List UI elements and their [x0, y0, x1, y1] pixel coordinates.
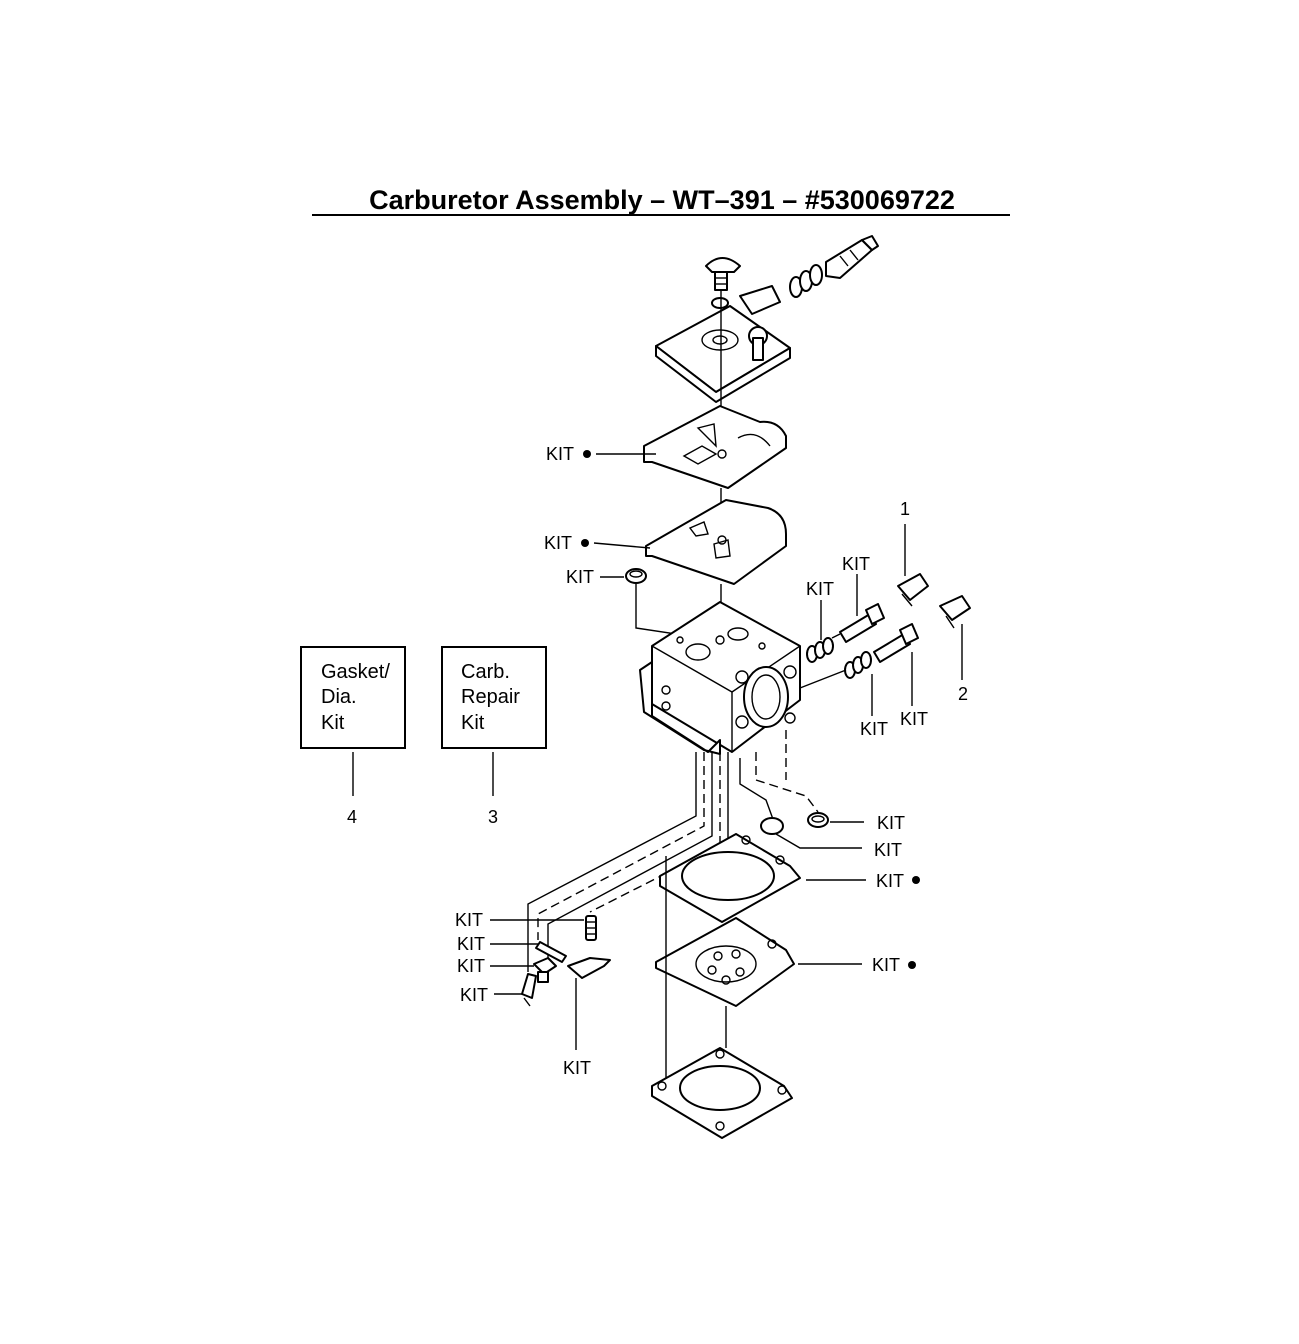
- metering-diaphragm: [645, 499, 787, 585]
- svg-text:KIT: KIT: [900, 709, 928, 729]
- svg-text:KIT: KIT: [460, 985, 488, 1005]
- kit-label-screw: KIT: [457, 956, 534, 976]
- svg-text:Dia.: Dia.: [321, 686, 357, 708]
- callout-4: 4: [347, 807, 357, 827]
- carb-repair-kit-box: Carb. Repair Kit 3: [441, 646, 547, 827]
- svg-text:KIT: KIT: [566, 567, 594, 587]
- kit-label-needle: KIT: [460, 985, 522, 1005]
- kit-label-spring: KIT: [455, 910, 584, 930]
- svg-text:KIT: KIT: [806, 579, 834, 599]
- welch-plug-large: [760, 817, 784, 835]
- svg-text:KIT: KIT: [860, 719, 888, 739]
- svg-text:KIT: KIT: [563, 1058, 591, 1078]
- kit-label-pump-diaphragm: KIT: [798, 955, 916, 975]
- kit-label-low-needle: KIT: [842, 554, 870, 616]
- limiter-cap-1: [897, 573, 929, 607]
- high-speed-spring: [844, 651, 872, 679]
- svg-text:Carb.: Carb.: [461, 661, 510, 683]
- kit-label-plug-large: KIT: [775, 833, 902, 860]
- svg-text:KIT: KIT: [842, 554, 870, 574]
- svg-text:KIT: KIT: [457, 934, 485, 954]
- kit-label-plug-small: KIT: [830, 813, 905, 833]
- kit-label-high-spring: KIT: [860, 674, 888, 739]
- gasket-dia-kit-box: Gasket/ Dia. Kit 4: [300, 646, 406, 827]
- svg-text:KIT: KIT: [455, 910, 483, 930]
- metering-lever: [567, 957, 611, 979]
- callout-2: 2: [958, 624, 968, 704]
- kit-label-pump-gasket: KIT: [806, 871, 920, 891]
- lever-spring: [585, 915, 597, 941]
- pump-gasket: [659, 833, 801, 923]
- low-speed-spring: [806, 637, 834, 663]
- kit-label-lever: KIT: [563, 1058, 591, 1078]
- svg-text:KIT: KIT: [877, 813, 905, 833]
- top-cover: [655, 285, 791, 403]
- kit-label-screen: KIT: [566, 567, 624, 587]
- lever-pin: [535, 941, 567, 963]
- metering-gasket: [643, 405, 787, 489]
- adjust-needle-spring: [789, 235, 879, 298]
- svg-text:KIT: KIT: [872, 955, 900, 975]
- kit-label-diaphragm-1: KIT: [544, 533, 651, 553]
- welch-plug-small: [807, 812, 829, 828]
- svg-text:KIT: KIT: [876, 871, 904, 891]
- svg-text:KIT: KIT: [457, 956, 485, 976]
- svg-text:KIT: KIT: [546, 444, 574, 464]
- svg-text:Kit: Kit: [321, 712, 345, 734]
- kit-label-gasket-1: KIT: [546, 444, 656, 464]
- kit-label-low-spring: KIT: [806, 579, 834, 640]
- svg-text:Repair: Repair: [461, 686, 520, 708]
- kit-label-pin: KIT: [457, 934, 538, 954]
- top-screw: [705, 257, 741, 291]
- carburetor-body: [639, 601, 801, 755]
- svg-text:KIT: KIT: [874, 840, 902, 860]
- pump-cover-gasket: [651, 1047, 793, 1139]
- svg-text:1: 1: [900, 499, 910, 519]
- svg-text:Kit: Kit: [461, 712, 485, 734]
- lever-screw: [533, 957, 557, 983]
- high-speed-needle: [873, 623, 919, 663]
- kit-label-high-needle: KIT: [900, 652, 928, 729]
- svg-text:Gasket/: Gasket/: [321, 661, 390, 683]
- low-speed-needle: [831, 603, 885, 643]
- svg-text:2: 2: [958, 684, 968, 704]
- svg-text:KIT: KIT: [544, 533, 572, 553]
- pump-diaphragm: [655, 917, 795, 1007]
- inlet-screen: [625, 568, 647, 584]
- callout-1: 1: [900, 499, 910, 576]
- limiter-cap-2: [939, 595, 971, 629]
- callout-3: 3: [488, 807, 498, 827]
- inlet-needle: [521, 973, 537, 1007]
- diagram-title: Carburetor Assembly – WT–391 – #53006972…: [369, 185, 955, 215]
